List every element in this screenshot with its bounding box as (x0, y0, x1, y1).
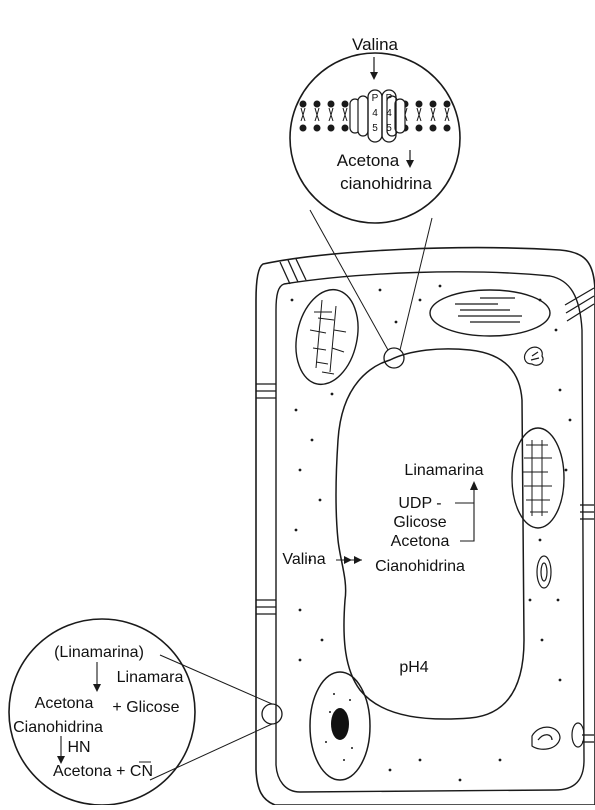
chloroplast-right (512, 428, 564, 528)
p450-left-letter-3: 5 (372, 123, 378, 134)
bottom-line3b: + Glicose (112, 699, 179, 716)
bottom-line6: Acetona + CN (53, 763, 153, 780)
pathway-substrate-line1: Acetona (391, 533, 450, 550)
nucleolus (331, 708, 349, 740)
top-input-label: Valina (352, 35, 399, 54)
pathway-arrow-up-head (470, 481, 478, 490)
top-inset-circle (290, 53, 460, 223)
vacuole-ph-label: pH4 (399, 659, 428, 676)
p450-left-letter-2: 4 (372, 108, 378, 119)
p450-left-letter-1: P (372, 93, 379, 104)
chloroplast-top-left (288, 284, 367, 390)
chloroplast-top-right (430, 290, 550, 336)
top-output-line2: cianohidrina (340, 174, 432, 193)
pathway-cofactor-line1: UDP - (398, 495, 441, 512)
nucleus (310, 672, 370, 780)
top-arrow-out-head (406, 160, 414, 168)
membrane-site-bottom (262, 704, 282, 724)
bottom-inset: (Linamarina) Linamara Acetona + Glicose … (9, 619, 195, 805)
precursor-arrow-head-2 (354, 556, 362, 564)
zoom-line-top-left (310, 210, 388, 350)
top-inset: Valina P 4 5 P 4 5 Acetona cianohidrina (290, 35, 460, 223)
bottom-line5: HN (67, 739, 90, 756)
pathway-substrate-line2: Cianohidrina (375, 558, 465, 575)
pathway-precursor: Valina (282, 551, 325, 568)
bottom-line2: Linamara (117, 669, 184, 686)
pathway-arrow-up (460, 486, 474, 541)
bottom-arrow-1-head (93, 684, 101, 692)
vacuole-pathway: Linamarina UDP - Glicose Acetona Cianohi… (282, 462, 483, 575)
top-arrow-in-head (370, 72, 378, 80)
top-output-line1: Acetona (337, 151, 400, 170)
precursor-arrow-head-1 (344, 556, 352, 564)
p450-right-letter-1: P (386, 93, 393, 104)
bottom-line1: (Linamarina) (54, 644, 144, 661)
pathway-product: Linamarina (404, 462, 483, 479)
bottom-line4: Cianohidrina (13, 719, 103, 736)
p450-right-letter-3: 5 (386, 123, 392, 134)
small-organelles (525, 347, 584, 749)
p450-right-letter-2: 4 (386, 108, 392, 119)
zoom-line-bottom-lower (150, 724, 272, 780)
zoom-line-top-right (400, 218, 432, 350)
bottom-line3a: Acetona (35, 695, 94, 712)
pathway-cofactor-line2: Glicose (393, 514, 446, 531)
